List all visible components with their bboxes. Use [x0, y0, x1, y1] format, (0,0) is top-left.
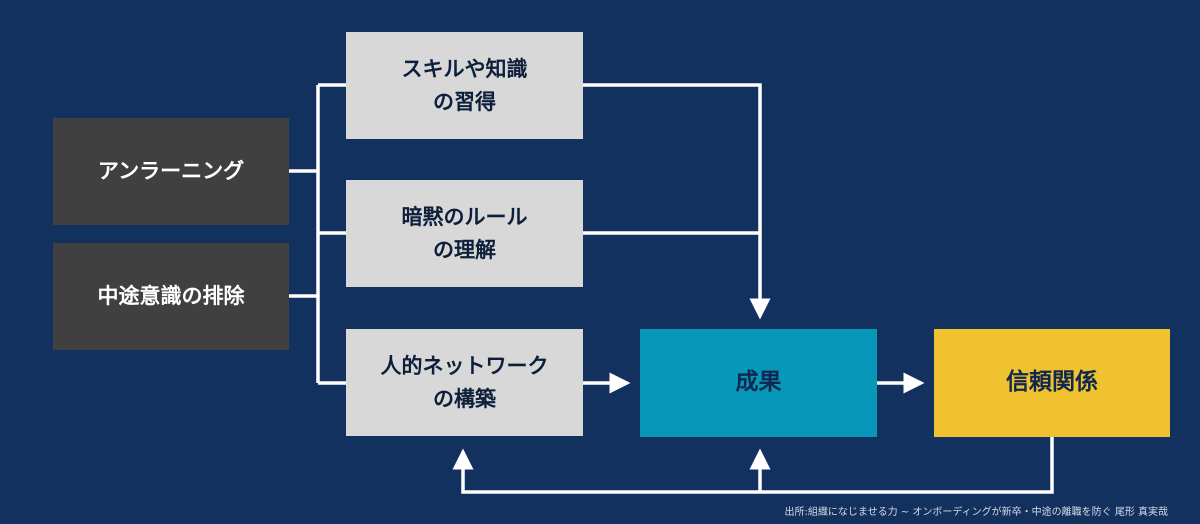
source-credit: 出所:組織になじませる力 ~ オンボーディングが新卒・中途の離職を防ぐ 尾形 真… [784, 507, 1168, 518]
trust-label: 信頼関係 [1006, 369, 1098, 396]
unlearning-label: アンラーニング [97, 159, 245, 184]
unlearning-box: アンラーニング [53, 118, 289, 225]
results-label: 成果 [735, 369, 782, 396]
results-box: 成果 [640, 329, 877, 437]
remove-midcareer-mindset-label: 中途意識の排除 [97, 284, 245, 309]
remove-midcareer-mindset-box: 中途意識の排除 [53, 243, 289, 350]
skills-to-results-arrow [583, 83, 771, 320]
network-label-line1: 人的ネットワーク [380, 353, 549, 378]
skill-knowledge-label-line1: スキルや知識 [401, 56, 528, 81]
network-label-line2: の構築 [433, 386, 496, 411]
trust-box: 信頼関係 [934, 329, 1170, 437]
feedback-loop-line [452, 437, 1054, 494]
implicit-rules-label-line1: 暗黙のルール [401, 204, 528, 229]
implicit-rules-label-line2: の理解 [433, 237, 496, 262]
skill-knowledge-box: スキルや知識 の習得 [346, 32, 583, 139]
implicit-rules-box: 暗黙のルール の理解 [346, 180, 583, 287]
skill-knowledge-label-line2: の習得 [433, 89, 496, 114]
network-box: 人的ネットワーク の構築 [346, 329, 583, 436]
